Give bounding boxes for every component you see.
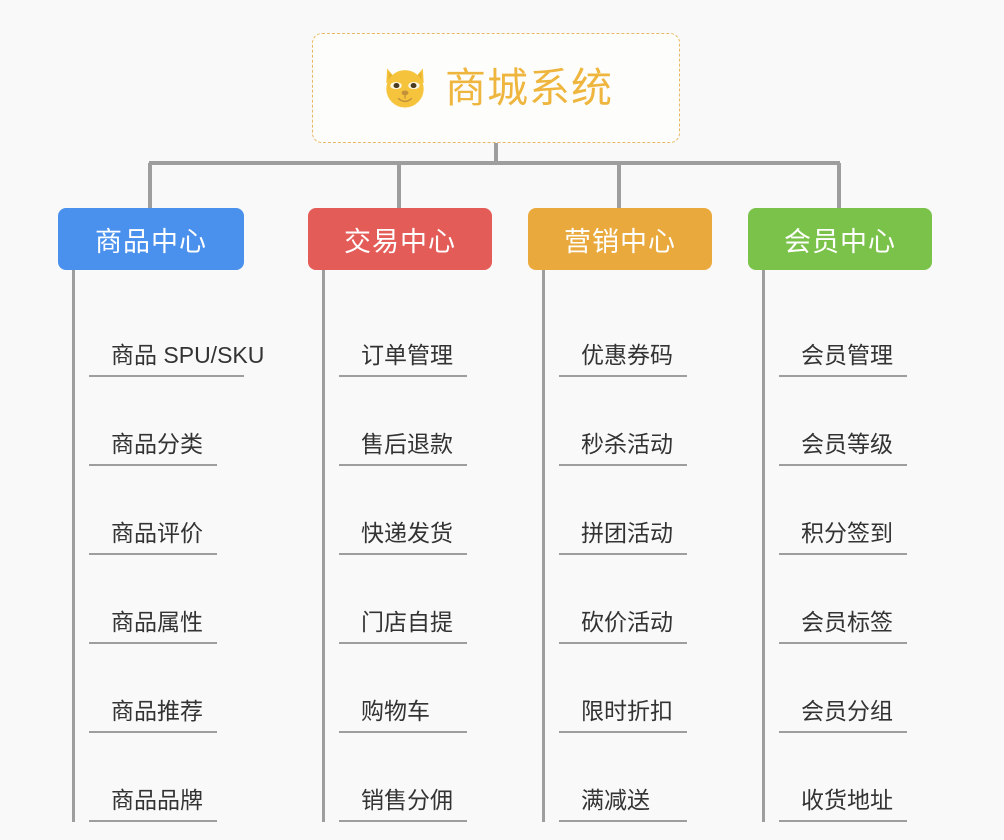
leaf-item[interactable]: 秒杀活动 <box>545 377 712 466</box>
leaf-label: 快递发货 <box>339 520 467 555</box>
leaf-label: 商品 SPU/SKU <box>89 342 264 377</box>
leaf-item[interactable]: 满减送 <box>545 733 712 822</box>
leaf-item[interactable]: 商品 SPU/SKU <box>75 288 264 377</box>
leaf-label: 商品品牌 <box>89 787 217 822</box>
leaf-label: 砍价活动 <box>559 609 687 644</box>
leaf-item[interactable]: 快递发货 <box>325 466 492 555</box>
root-title: 商城系统 <box>445 64 613 111</box>
leaf-label: 秒杀活动 <box>559 431 687 466</box>
leaf-label: 订单管理 <box>339 342 467 377</box>
leaf-label: 售后退款 <box>339 431 467 466</box>
leaf-item[interactable]: 优惠券码 <box>545 288 712 377</box>
leaf-list-2: 订单管理 售后退款 快递发货 门店自提 购物车 销售分佣 <box>322 270 492 822</box>
leaf-item[interactable]: 砍价活动 <box>545 555 712 644</box>
leaf-label: 商品评价 <box>89 520 217 555</box>
leaf-label: 限时折扣 <box>559 698 687 733</box>
branch-column-3: 营销中心 优惠券码 秒杀活动 拼团活动 砍价活动 限时折扣 满减送 <box>528 208 712 822</box>
leaf-item[interactable]: 商品评价 <box>75 466 244 555</box>
leaf-item[interactable]: 会员分组 <box>765 644 932 733</box>
leaf-label: 门店自提 <box>339 609 467 644</box>
leaf-item[interactable]: 商品属性 <box>75 555 244 644</box>
leaf-label: 会员管理 <box>779 342 907 377</box>
leaf-item[interactable]: 收货地址 <box>765 733 932 822</box>
branch-header-label: 交易中心 <box>344 226 456 257</box>
branch-header-label: 会员中心 <box>784 226 896 257</box>
leaf-item[interactable]: 门店自提 <box>325 555 492 644</box>
leaf-item[interactable]: 销售分佣 <box>325 733 492 822</box>
leaf-label: 购物车 <box>339 698 467 733</box>
branch-column-1: 商品中心 商品 SPU/SKU 商品分类 商品评价 商品属性 商品推荐 商品品牌 <box>58 208 264 822</box>
leaf-item[interactable]: 订单管理 <box>325 288 492 377</box>
leaf-item[interactable]: 会员等级 <box>765 377 932 466</box>
leaf-label: 满减送 <box>559 787 687 822</box>
leaf-label: 收货地址 <box>779 787 907 822</box>
branch-header-3[interactable]: 营销中心 <box>528 208 712 270</box>
leaf-item[interactable]: 售后退款 <box>325 377 492 466</box>
leaf-item[interactable]: 会员标签 <box>765 555 932 644</box>
leaf-label: 商品分类 <box>89 431 217 466</box>
leaf-list-4: 会员管理 会员等级 积分签到 会员标签 会员分组 收货地址 <box>762 270 932 822</box>
leaf-label: 会员分组 <box>779 698 907 733</box>
shiba-dog-face-icon <box>386 68 424 109</box>
branch-header-label: 营销中心 <box>564 226 676 257</box>
branch-header-label: 商品中心 <box>95 226 207 257</box>
leaf-label: 优惠券码 <box>559 342 687 377</box>
leaf-label: 会员标签 <box>779 609 907 644</box>
leaf-list-3: 优惠券码 秒杀活动 拼团活动 砍价活动 限时折扣 满减送 <box>542 270 712 822</box>
branch-header-2[interactable]: 交易中心 <box>308 208 492 270</box>
leaf-label: 拼团活动 <box>559 520 687 555</box>
leaf-label: 积分签到 <box>779 520 907 555</box>
branch-header-4[interactable]: 会员中心 <box>748 208 932 270</box>
leaf-item[interactable]: 商品分类 <box>75 377 244 466</box>
branch-column-4: 会员中心 会员管理 会员等级 积分签到 会员标签 会员分组 收货地址 <box>748 208 932 822</box>
leaf-list-1: 商品 SPU/SKU 商品分类 商品评价 商品属性 商品推荐 商品品牌 <box>72 270 264 822</box>
leaf-label: 商品推荐 <box>89 698 217 733</box>
leaf-item[interactable]: 拼团活动 <box>545 466 712 555</box>
leaf-label: 销售分佣 <box>339 787 467 822</box>
leaf-item[interactable]: 商品推荐 <box>75 644 244 733</box>
leaf-label: 商品属性 <box>89 609 217 644</box>
leaf-item[interactable]: 商品品牌 <box>75 733 244 822</box>
root-node[interactable]: 商城系统 <box>312 33 680 143</box>
leaf-label: 会员等级 <box>779 431 907 466</box>
leaf-item[interactable]: 积分签到 <box>765 466 932 555</box>
leaf-item[interactable]: 会员管理 <box>765 288 932 377</box>
leaf-item[interactable]: 购物车 <box>325 644 492 733</box>
branch-column-2: 交易中心 订单管理 售后退款 快递发货 门店自提 购物车 销售分佣 <box>308 208 492 822</box>
branch-header-1[interactable]: 商品中心 <box>58 208 244 270</box>
leaf-item[interactable]: 限时折扣 <box>545 644 712 733</box>
